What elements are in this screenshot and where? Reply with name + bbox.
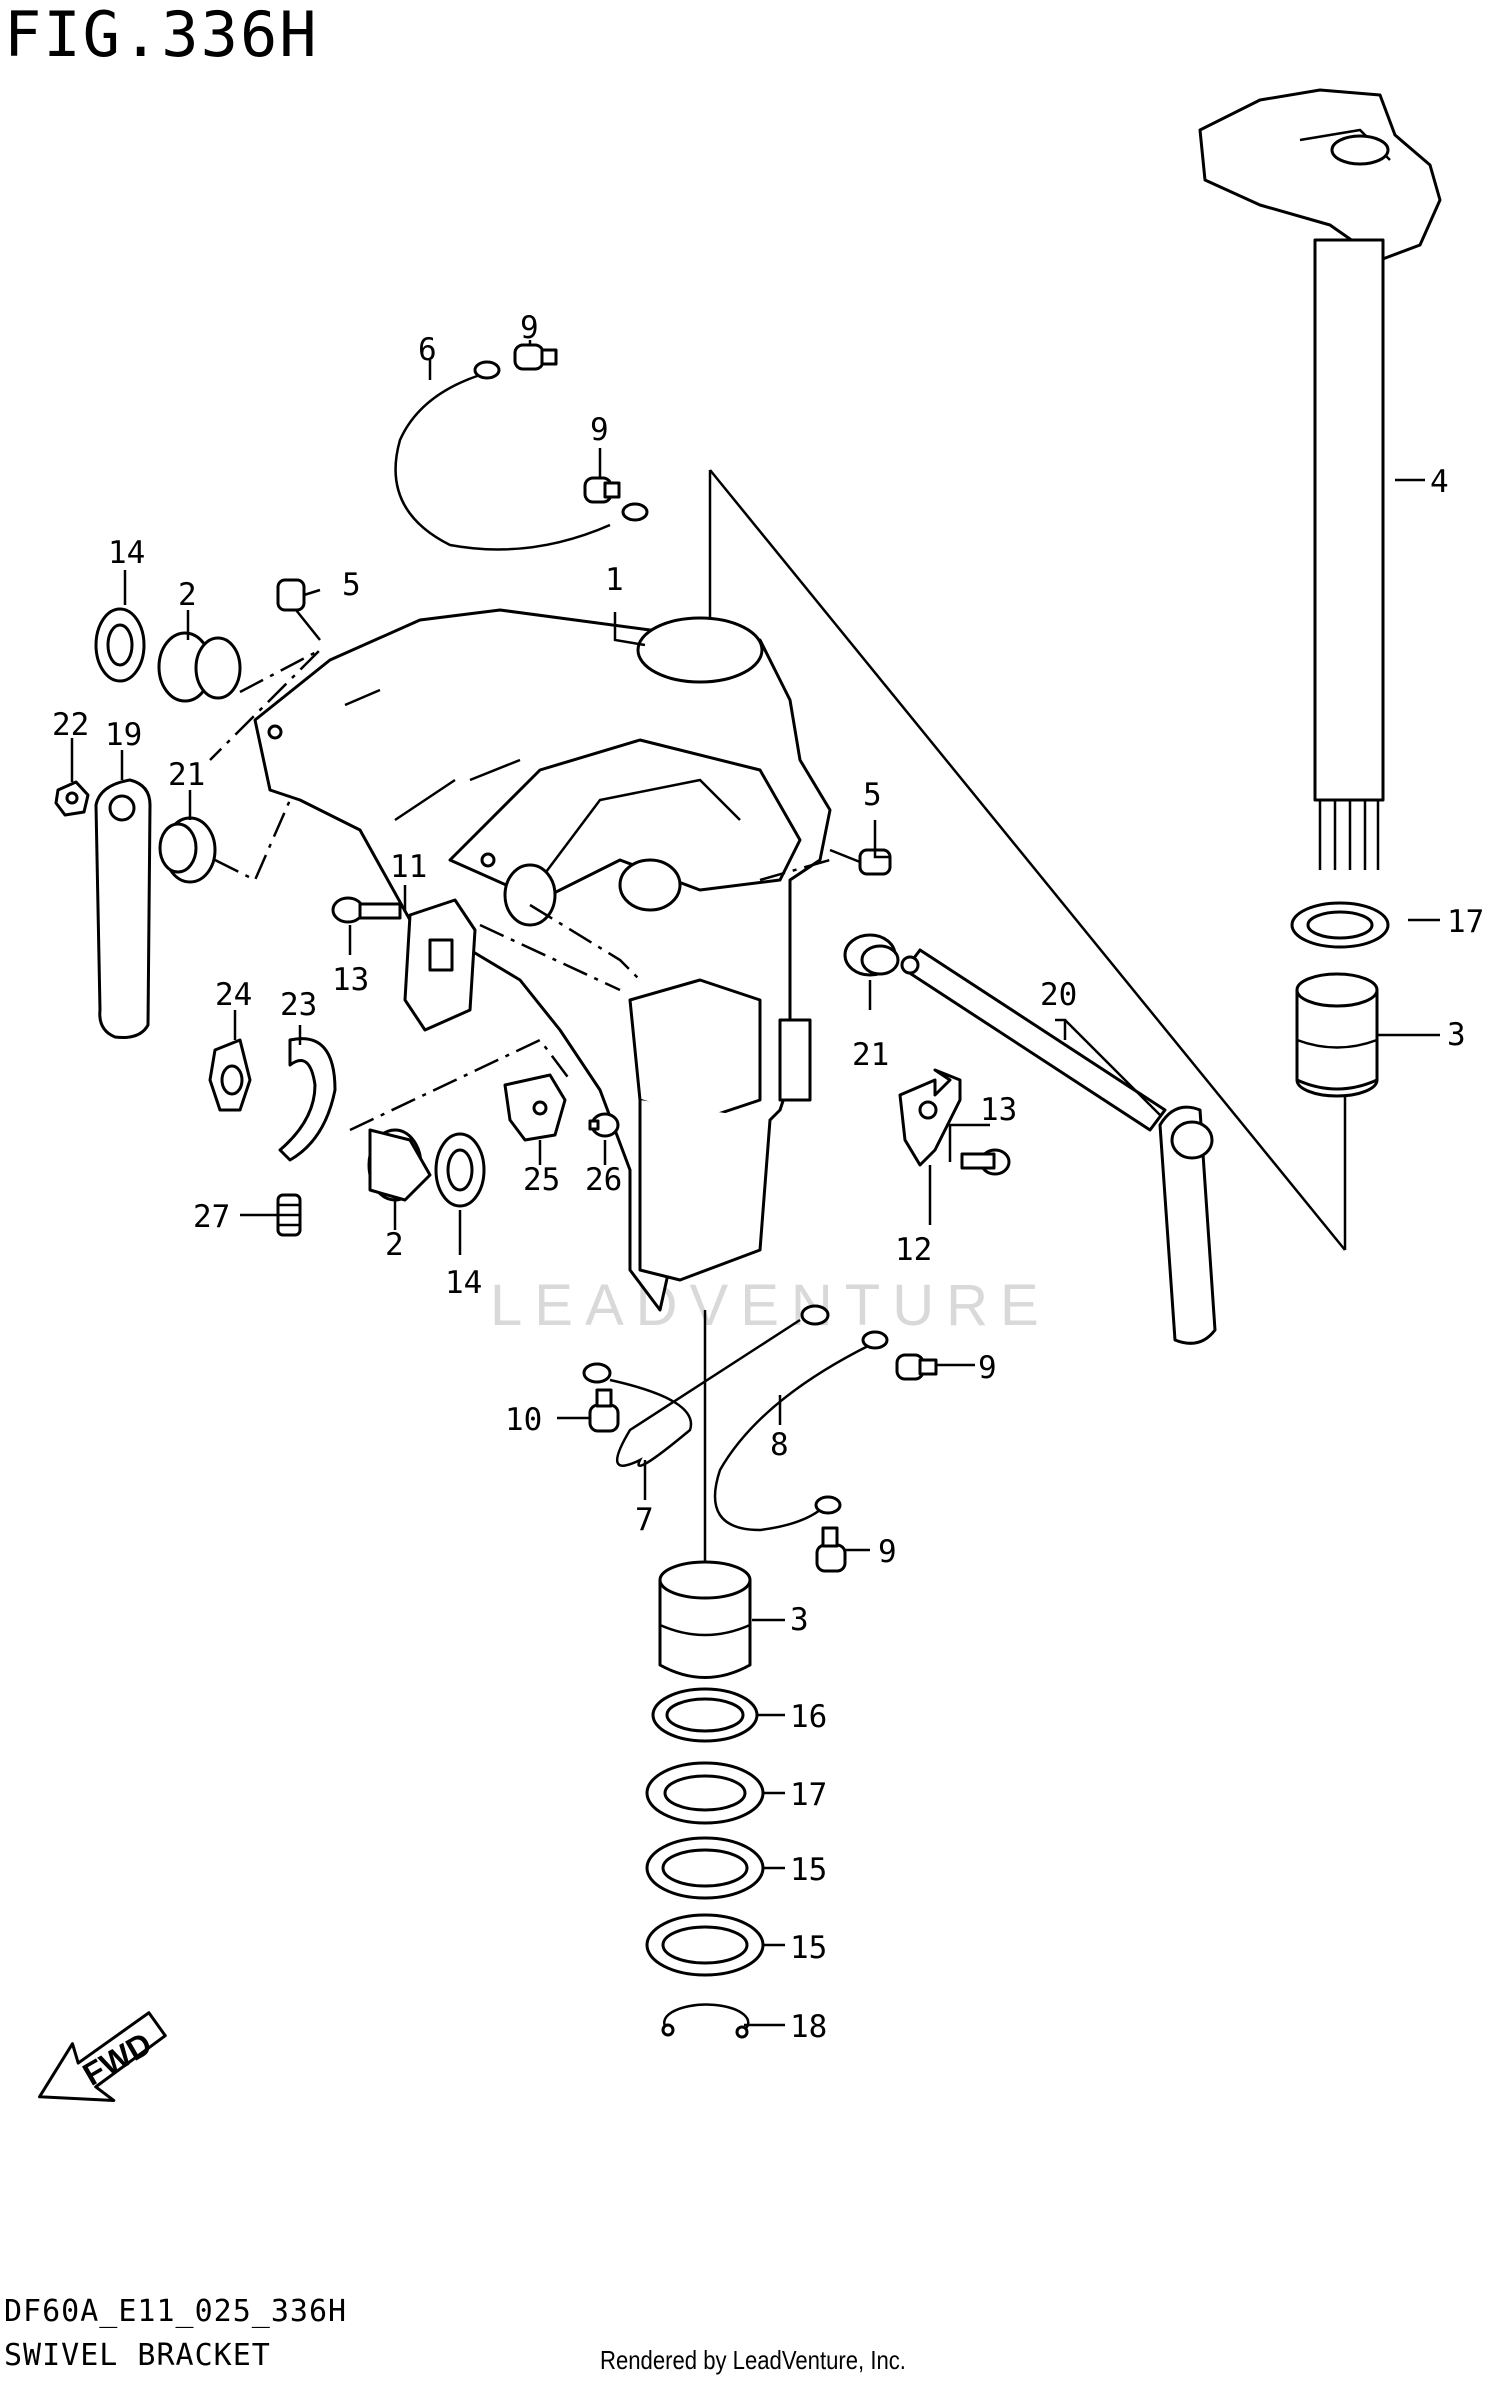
bolt-10	[588, 1388, 620, 1433]
circlip-18	[661, 2003, 750, 2039]
washer-14-lower	[434, 1132, 486, 1208]
callout-15: 15	[790, 1930, 827, 1966]
callout-2: 2	[178, 577, 197, 613]
center-line-5	[479, 923, 621, 992]
callout-8: 8	[770, 1427, 789, 1463]
callout-12: 12	[895, 1232, 932, 1268]
ground-wire-6	[394, 360, 649, 551]
callout-17: 17	[790, 1777, 827, 1813]
washer-17-upper	[1290, 901, 1390, 949]
watermark-text: LEADVENTURE	[490, 1273, 1051, 1338]
watermark: LEADVENTURE	[490, 1152, 1051, 1338]
callout-9: 9	[590, 412, 609, 448]
callout-9: 9	[520, 310, 539, 346]
callout-19: 19	[105, 717, 142, 753]
ground-wire-7	[582, 1304, 830, 1467]
washer-16	[651, 1687, 759, 1743]
callout-13: 13	[332, 962, 369, 998]
callouts: 1 2 2 3 3 4 5 5 6 7 8 9 9 9 9 10 11 12 1…	[52, 310, 1484, 2045]
callout-21: 21	[168, 757, 205, 793]
clip-25	[503, 1073, 567, 1142]
callout-6: 6	[418, 332, 437, 368]
callout-11: 11	[390, 849, 427, 885]
washer-14-upper	[94, 607, 146, 683]
steering-shaft	[1198, 88, 1442, 870]
callout-21: 21	[852, 1037, 889, 1073]
callout-3: 3	[1447, 1017, 1466, 1053]
grease-nipple-5-a	[276, 578, 321, 641]
callout-1: 1	[605, 562, 624, 598]
callout-17: 17	[1447, 904, 1484, 940]
callout-5: 5	[863, 777, 882, 813]
nut-22	[54, 780, 90, 817]
callout-22: 22	[52, 707, 89, 743]
callout-3: 3	[790, 1602, 809, 1638]
bushing-3-lower	[658, 1560, 752, 1679]
callout-9: 9	[878, 1534, 897, 1570]
callout-5: 5	[342, 567, 361, 603]
bracket-12	[898, 1068, 962, 1167]
figure-title: FIG.336H	[4, 0, 319, 71]
callout-24: 24	[215, 977, 252, 1013]
forward-arrow: FWD	[38, 2011, 167, 2102]
bolt-9-c	[895, 1353, 938, 1381]
callout-14: 14	[108, 535, 145, 571]
stopper-24	[208, 1038, 252, 1112]
bushing-2-lower	[367, 1128, 432, 1202]
assembly-line-1	[709, 469, 1346, 1251]
callout-9: 9	[978, 1350, 997, 1386]
bolt-9-b	[583, 476, 621, 504]
diagram-code: DF60A_E11_025_336H	[4, 2294, 348, 2329]
washer-17-lower	[645, 1761, 765, 1825]
callout-18: 18	[790, 2009, 827, 2045]
callout-10: 10	[505, 1402, 542, 1438]
bushing-2-upper	[157, 631, 242, 703]
callout-15: 15	[790, 1852, 827, 1888]
bushing-3-upper	[1295, 972, 1379, 1098]
render-credit: Rendered by LeadVenture, Inc.	[600, 2345, 906, 2375]
tilt-pin	[900, 948, 1217, 1345]
bolt-9-a	[513, 343, 558, 371]
collar-21-left	[158, 816, 217, 884]
screw-13-right	[960, 1148, 1011, 1176]
callout-7: 7	[635, 1502, 654, 1538]
leader-lines	[70, 340, 1440, 2027]
washer-15-b	[645, 1913, 765, 1977]
center-line-1	[209, 648, 321, 761]
callout-26: 26	[585, 1162, 622, 1198]
callout-14: 14	[445, 1265, 482, 1301]
callout-27: 27	[193, 1199, 230, 1235]
tilt-lever-plate-19	[94, 778, 152, 1039]
washer-15-a	[645, 1836, 765, 1900]
center-line-6	[759, 858, 831, 882]
callout-20: 20	[1040, 977, 1077, 1013]
callout-16: 16	[790, 1699, 827, 1735]
switch-bracket-11	[403, 898, 477, 1032]
center-line-2	[214, 799, 292, 882]
screw-13-left	[331, 896, 402, 924]
collar-21-right	[843, 933, 900, 977]
spring-23	[278, 1037, 337, 1162]
callout-2: 2	[385, 1227, 404, 1263]
diagram-name: SWIVEL BRACKET	[4, 2338, 271, 2373]
grease-nipple-5-b	[829, 848, 892, 876]
center-line-4	[349, 1038, 571, 1132]
spring-27	[276, 1193, 302, 1237]
callout-4: 4	[1430, 464, 1449, 500]
center-line-3	[529, 903, 641, 981]
callout-23: 23	[280, 987, 317, 1023]
screw-26	[588, 1112, 620, 1138]
callout-25: 25	[523, 1162, 560, 1198]
swivel-bracket-body	[253, 608, 832, 1312]
bolt-9-d	[815, 1526, 847, 1573]
ground-wire-8	[713, 1330, 889, 1532]
callout-13: 13	[980, 1092, 1017, 1128]
